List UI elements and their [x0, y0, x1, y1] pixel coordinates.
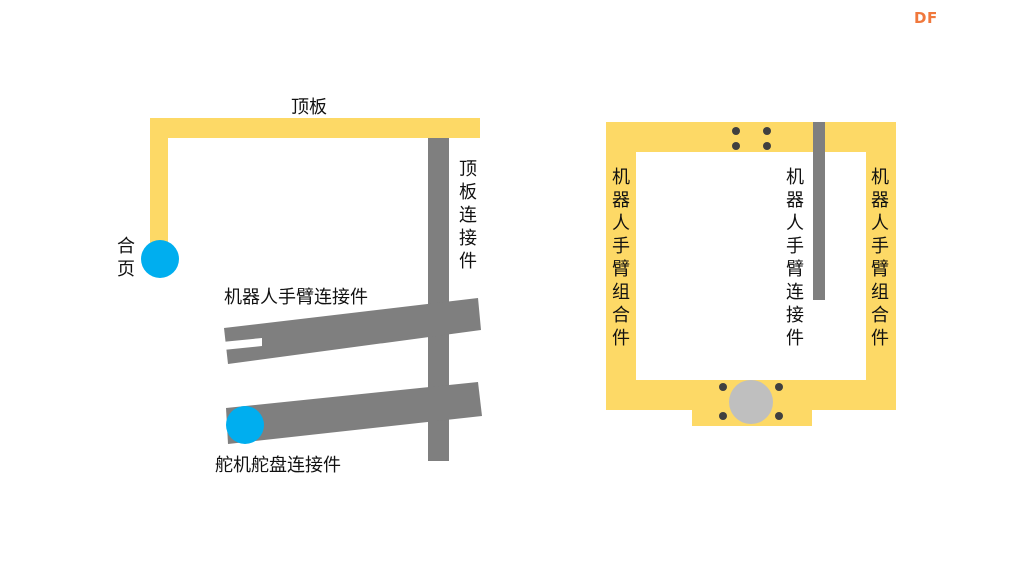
center-arm-connector-label: 机器人手臂连接件 — [786, 167, 804, 349]
top-plate-vertical — [150, 118, 168, 258]
arm-connector-slot — [222, 338, 262, 350]
servo-horn-circle — [226, 406, 264, 444]
mount-hole — [719, 412, 727, 420]
arm-connector-bar — [224, 298, 481, 364]
arm-assembly-frame — [606, 122, 896, 426]
hinge-label: 合页 — [117, 236, 135, 280]
servo-disc — [729, 380, 773, 424]
arm-connector-vertical-bar — [813, 122, 825, 300]
mount-hole — [732, 142, 740, 150]
top-plate-horizontal — [150, 118, 480, 138]
mount-hole — [775, 412, 783, 420]
right-diagram: 机器人手臂组合件 机器人手臂组合件 机器人手臂连接件 — [606, 122, 896, 426]
servo-horn-connector-bar — [226, 382, 482, 444]
hinge-circle — [141, 240, 179, 278]
mount-hole — [763, 127, 771, 135]
left-arm-assembly-label: 机器人手臂组合件 — [612, 167, 630, 349]
arm-connector-label: 机器人手臂连接件 — [224, 287, 368, 308]
servo-horn-connector-label: 舵机舵盘连接件 — [215, 455, 341, 476]
df-logo: DF — [914, 9, 938, 27]
top-plate-connector-label: 顶板连接件 — [459, 159, 477, 272]
mount-hole — [775, 383, 783, 391]
right-arm-assembly-label: 机器人手臂组合件 — [871, 167, 889, 349]
left-diagram: 顶板 机器人手臂连接件 舵机舵盘连接件 合页 顶板连接件 — [117, 97, 482, 476]
mount-hole — [763, 142, 771, 150]
mount-hole — [719, 383, 727, 391]
top-plate-label: 顶板 — [291, 97, 327, 118]
mount-hole — [732, 127, 740, 135]
top-plate-connector-bar — [428, 138, 449, 461]
